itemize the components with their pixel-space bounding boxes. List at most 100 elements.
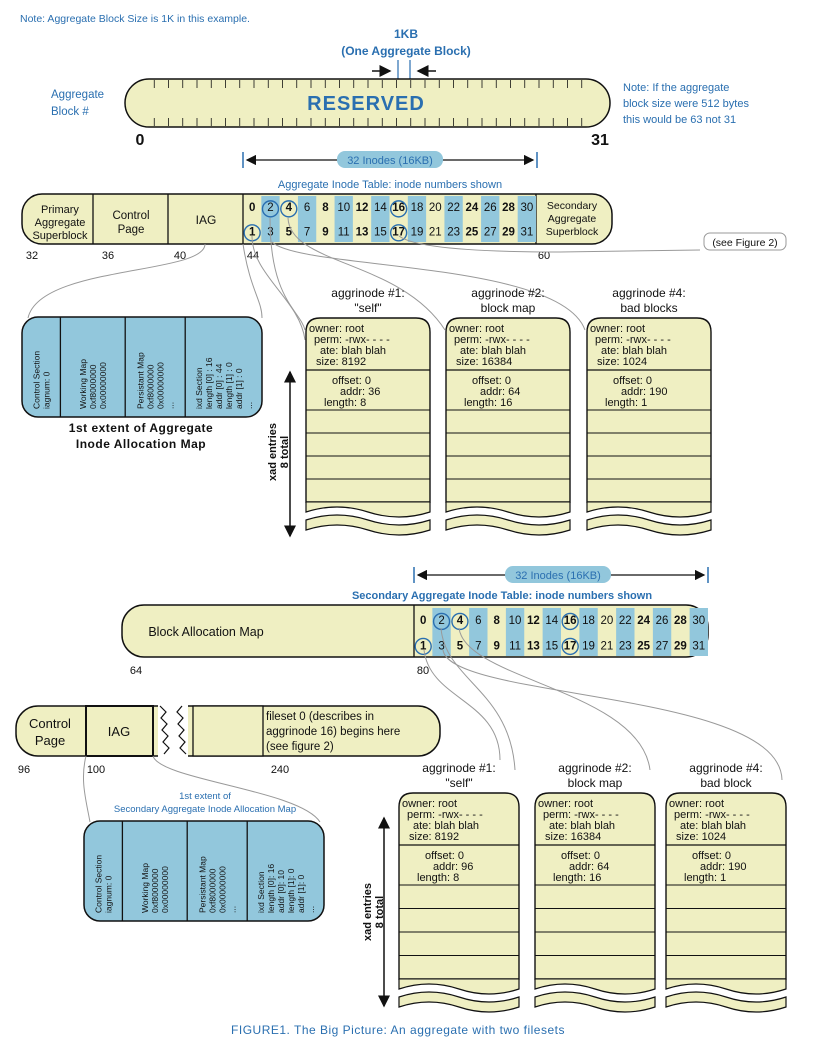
aggrinode-perm: perm: -rwx- - - - xyxy=(407,809,483,821)
bam-offset-64: 64 xyxy=(130,665,142,677)
aggrinode-owner: owner: root xyxy=(590,323,645,335)
fs-offset-240: 240 xyxy=(271,764,289,776)
reserved-label: RESERVED xyxy=(307,93,425,115)
aggrinode-length: length: 16 xyxy=(464,397,512,409)
aggrinode-size: size: 16384 xyxy=(456,356,512,368)
iag-label: IAG xyxy=(196,213,217,227)
ait-inode-22: 22 xyxy=(447,202,460,214)
sait-inode-19: 19 xyxy=(582,640,595,652)
ait-inode-15: 15 xyxy=(374,227,387,239)
aggrinode-owner: owner: root xyxy=(309,323,364,335)
note-right-3: this would be 63 not 31 xyxy=(623,114,736,126)
aggrinode-owner: owner: root xyxy=(669,798,724,810)
xad-label-secondary-1: xad entries xyxy=(362,883,374,941)
aggrinode-length: length: 16 xyxy=(553,872,601,884)
note-right-2: block size were 512 bytes xyxy=(623,98,749,110)
sait-inode-27: 27 xyxy=(656,640,669,652)
xad-label-primary-2: 8 total xyxy=(279,436,291,468)
sait-inode-0: 0 xyxy=(420,615,426,627)
ait-inode-0: 0 xyxy=(249,202,255,214)
sait-inode-3: 3 xyxy=(438,640,444,652)
sait-inode-21: 21 xyxy=(601,640,614,652)
secondary-superblock-1: Secondary xyxy=(547,200,598,212)
aggrinode-size: size: 8192 xyxy=(316,356,366,368)
aggrinode-addr: addr: 36 xyxy=(340,386,380,398)
fs-offset-96: 96 xyxy=(18,764,30,776)
aggrinode-title: aggrinode #4: xyxy=(612,286,685,300)
aggrinode-owner: owner: root xyxy=(449,323,504,335)
sait-inode-20: 20 xyxy=(601,615,614,627)
sait-inode-1: 1 xyxy=(420,640,427,652)
aggrinode-addr: addr: 190 xyxy=(700,861,746,873)
imap-caption-2: Inode Allocation Map xyxy=(76,437,206,451)
note-right-1: Note: If the aggregate xyxy=(623,82,729,94)
xad-label-secondary-2: 8 total xyxy=(374,896,386,928)
imap-col-2-line-3: ... xyxy=(227,906,237,913)
sait-inode-12: 12 xyxy=(527,615,540,627)
aggrinode-perm: perm: -rwx- - - - xyxy=(314,334,390,346)
aggrinode-ate: ate: blah blah xyxy=(680,820,746,832)
ait-title: Aggregate Inode Table: inode numbers sho… xyxy=(278,179,502,191)
ait-inode-25: 25 xyxy=(466,227,479,239)
fs-text-1: fileset 0 (describes in xyxy=(266,711,374,723)
aggrinode-perm: perm: -rwx- - - - xyxy=(454,334,530,346)
block-allocation-map-label: Block Allocation Map xyxy=(148,625,263,639)
imap-col-1-line-1: 0xf8000000 xyxy=(88,364,98,409)
aggrinode-length: length: 1 xyxy=(605,397,647,409)
ait-inode-7: 7 xyxy=(304,227,310,239)
reserved-bar: RESERVED xyxy=(124,78,611,128)
aggrinode-addr: addr: 64 xyxy=(480,386,520,398)
aggrinode-title: aggrinode #4: xyxy=(689,761,762,775)
imap-col-3-line-3: length [1]: 0 xyxy=(286,868,296,913)
ait-inode-2: 2 xyxy=(267,202,273,214)
aggrinode-offset: offset: 0 xyxy=(692,850,731,862)
ait-inode-17: 17 xyxy=(392,227,405,239)
ait-inode-31: 31 xyxy=(520,227,533,239)
sec-inodes-32-label: 32 Inodes (16KB) xyxy=(515,570,601,582)
aggrinode-title: aggrinode #2: xyxy=(558,761,631,775)
sait-inode-4: 4 xyxy=(457,615,464,627)
aggrinode-subtitle: bad block xyxy=(700,776,752,790)
imap-col-2-line-1: 0xf8000000 xyxy=(145,364,155,409)
primary-superblock-3: Superblock xyxy=(32,230,88,242)
aggrinode-length: length: 1 xyxy=(684,872,726,884)
imap-col-3-line-5: ... xyxy=(244,402,254,409)
aggregate-inode-table-bar: 0123456789101112131415161718192021222324… xyxy=(21,193,613,245)
ait-inode-9: 9 xyxy=(322,227,328,239)
reserved-start: 0 xyxy=(136,132,145,149)
reserved-end: 31 xyxy=(591,132,609,149)
ait-inode-12: 12 xyxy=(356,202,369,214)
aggrinode-size: size: 8192 xyxy=(409,831,459,843)
sait-inode-13: 13 xyxy=(527,640,540,652)
bam-offset-80: 80 xyxy=(417,665,429,677)
ait-inode-18: 18 xyxy=(411,202,424,214)
imap-col-3-line-3: length [1] : 0 xyxy=(224,362,234,409)
imap-col-2-line-2: 0x00000000 xyxy=(155,362,165,409)
sait-inode-2: 2 xyxy=(438,615,444,627)
aggrinode-size: size: 1024 xyxy=(676,831,726,843)
imap-col-3-line-4: addr [1] : 0 xyxy=(234,368,244,409)
imap-col-0-line-1: iagnum: 0 xyxy=(41,371,51,409)
imap-col-2-line-2: 0x00000000 xyxy=(217,866,227,913)
ait-inode-24: 24 xyxy=(466,202,479,214)
fs-control-page-2: Page xyxy=(35,733,65,748)
ait-inode-30: 30 xyxy=(520,202,533,214)
sait-inode-22: 22 xyxy=(619,615,632,627)
note-top: Note: Aggregate Block Size is 1K in this… xyxy=(20,13,250,25)
control-page-1: Control xyxy=(112,210,149,222)
sait-inode-31: 31 xyxy=(692,640,705,652)
agg-block-label-1: Aggregate xyxy=(51,89,104,101)
aggrinode-subtitle: "self" xyxy=(354,301,381,315)
sait-inode-9: 9 xyxy=(493,640,499,652)
aggrinode-length: length: 8 xyxy=(417,872,459,884)
imap-col-0-line-0: Control Section xyxy=(93,855,103,913)
imap-col-1-line-2: 0x00000000 xyxy=(160,866,170,913)
fs-control-page-1: Control xyxy=(29,716,71,731)
aggrinode-ate: ate: blah blah xyxy=(320,345,386,357)
sait-inode-28: 28 xyxy=(674,615,687,627)
aggrinode-ate: ate: blah blah xyxy=(601,345,667,357)
sait-inode-15: 15 xyxy=(545,640,558,652)
aggrinode-title: aggrinode #1: xyxy=(331,286,404,300)
